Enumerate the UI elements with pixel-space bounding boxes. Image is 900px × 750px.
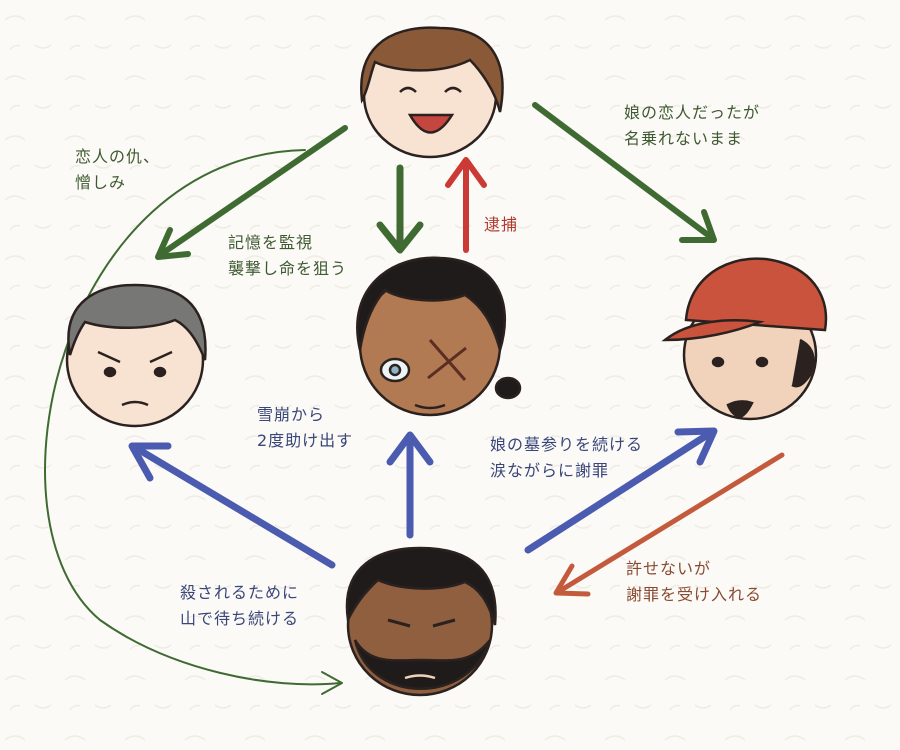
label-center-to-left: 雪崩から 2度助け出す bbox=[257, 402, 353, 454]
label-line: 襲撃し命を狙う bbox=[228, 256, 347, 282]
label-line: 娘の恋人だったが bbox=[624, 100, 760, 126]
frowning-man-face bbox=[67, 285, 205, 426]
label-line: 山で待ち続ける bbox=[180, 606, 299, 632]
label-line: 逮捕 bbox=[484, 212, 518, 238]
label-line: 謝罪を受け入れる bbox=[626, 582, 762, 608]
label-line: 涙ながらに謝罪 bbox=[490, 458, 643, 484]
label-line: 許せないが bbox=[626, 556, 762, 582]
bearded-man-face bbox=[347, 548, 496, 695]
label-bottom-to-right: 娘の墓参りを続ける 涙ながらに謝罪 bbox=[490, 432, 643, 484]
label-line: 雪崩から bbox=[257, 402, 353, 428]
label-line: 名乗れないまま bbox=[624, 126, 760, 152]
label-right-to-bottom: 許せないが 謝罪を受け入れる bbox=[626, 556, 762, 608]
label-line: 恋人の仇、 bbox=[75, 144, 160, 170]
label-line: 憎しみ bbox=[75, 170, 160, 196]
label-line: 殺されるために bbox=[180, 580, 299, 606]
label-top-to-right: 娘の恋人だったが 名乗れないまま bbox=[624, 100, 760, 152]
label-line: 記憶を監視 bbox=[228, 230, 347, 256]
label-line: 2度助け出す bbox=[257, 428, 353, 454]
label-top-to-left: 恋人の仇、 憎しみ bbox=[75, 144, 160, 196]
label-center-to-top: 逮捕 bbox=[484, 212, 518, 238]
label-bottom-to-left: 殺されるために 山で待ち続ける bbox=[180, 580, 299, 632]
label-top-to-center: 記憶を監視 襲撃し命を狙う bbox=[228, 230, 347, 282]
label-line: 娘の墓参りを続ける bbox=[490, 432, 643, 458]
